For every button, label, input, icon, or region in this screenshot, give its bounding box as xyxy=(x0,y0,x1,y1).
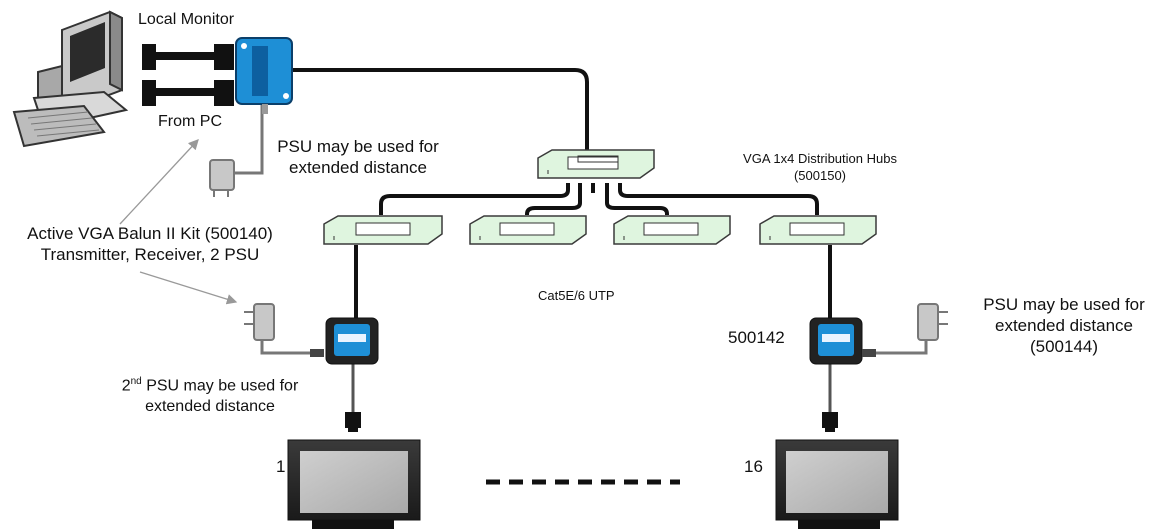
receiver-16 xyxy=(809,317,863,365)
hub-1 xyxy=(323,215,443,245)
hub-3 xyxy=(613,215,731,245)
hub-4 xyxy=(759,215,877,245)
psu2-sup: nd xyxy=(130,376,142,387)
psu2-line1: 2nd PSU may be used for xyxy=(108,371,312,396)
hub-2 xyxy=(469,215,587,245)
power-supply-icon xyxy=(209,159,235,197)
network-hub-icon xyxy=(323,149,877,245)
local-monitor-label: Local Monitor xyxy=(138,11,235,28)
cables xyxy=(293,68,832,412)
psu-top-note: PSU may be used for extended distance xyxy=(258,136,458,178)
hubs-note: VGA 1x4 Distribution Hubs (500150) xyxy=(722,150,918,184)
hub-to-hub4-cable xyxy=(618,183,819,215)
hubs-line1: VGA 1x4 Distribution Hubs xyxy=(743,151,897,166)
psu2-prefix: 2 xyxy=(121,377,131,395)
monitor-16 xyxy=(775,439,899,529)
kit-note: Active VGA Balun II Kit (500140) Transmi… xyxy=(4,223,296,265)
vga-balun-transmitter-icon xyxy=(235,37,293,114)
kit-line1: Active VGA Balun II Kit (500140) xyxy=(27,224,273,243)
monitor-16-number: 16 xyxy=(744,457,763,476)
psu2-note: 2nd PSU may be used for extended distanc… xyxy=(108,371,312,417)
monitor-1 xyxy=(287,439,421,529)
receiver-part-label: 500142 xyxy=(728,328,785,347)
psu-top-line2: extended distance xyxy=(289,158,427,177)
cable-label: Cat5E/6 UTP xyxy=(538,288,615,303)
uplink-cable xyxy=(293,68,589,150)
psu-right-line3: (500144) xyxy=(1029,337,1099,356)
kit-line2: Transmitter, Receiver, 2 PSU xyxy=(40,245,260,264)
receiver-1 xyxy=(325,317,379,365)
flat-monitor-icon xyxy=(287,439,899,529)
psu-wires xyxy=(230,104,928,355)
psu2-line2: extended distance xyxy=(145,398,275,416)
hub-to-hub3-cable xyxy=(605,183,669,215)
kit-arrows xyxy=(119,139,238,305)
pc-icon xyxy=(12,10,129,148)
hub-to-hub2-cable xyxy=(525,183,582,215)
hub-top xyxy=(537,149,655,179)
vga-plugs xyxy=(345,412,838,432)
psu-right-note: PSU may be used for extended distance (5… xyxy=(962,294,1166,357)
from-pc-label: From PC xyxy=(158,113,222,130)
psu-right-line1: PSU may be used for xyxy=(983,295,1145,314)
psu-right-line2: extended distance xyxy=(995,316,1133,335)
monitor-1-number: 1 xyxy=(276,457,286,476)
hubs-line2: (500150) xyxy=(793,168,847,183)
power-supply-icon xyxy=(244,303,948,357)
psu2-rest: PSU may be used for xyxy=(141,377,299,395)
vga-cables-to-transmitter xyxy=(142,44,234,106)
psu-right xyxy=(862,303,948,357)
vga-balun-receiver-icon xyxy=(325,317,863,365)
psu-left xyxy=(244,303,324,357)
psu-top-line1: PSU may be used for xyxy=(277,137,439,156)
hub-to-hub1-cable xyxy=(379,183,570,215)
